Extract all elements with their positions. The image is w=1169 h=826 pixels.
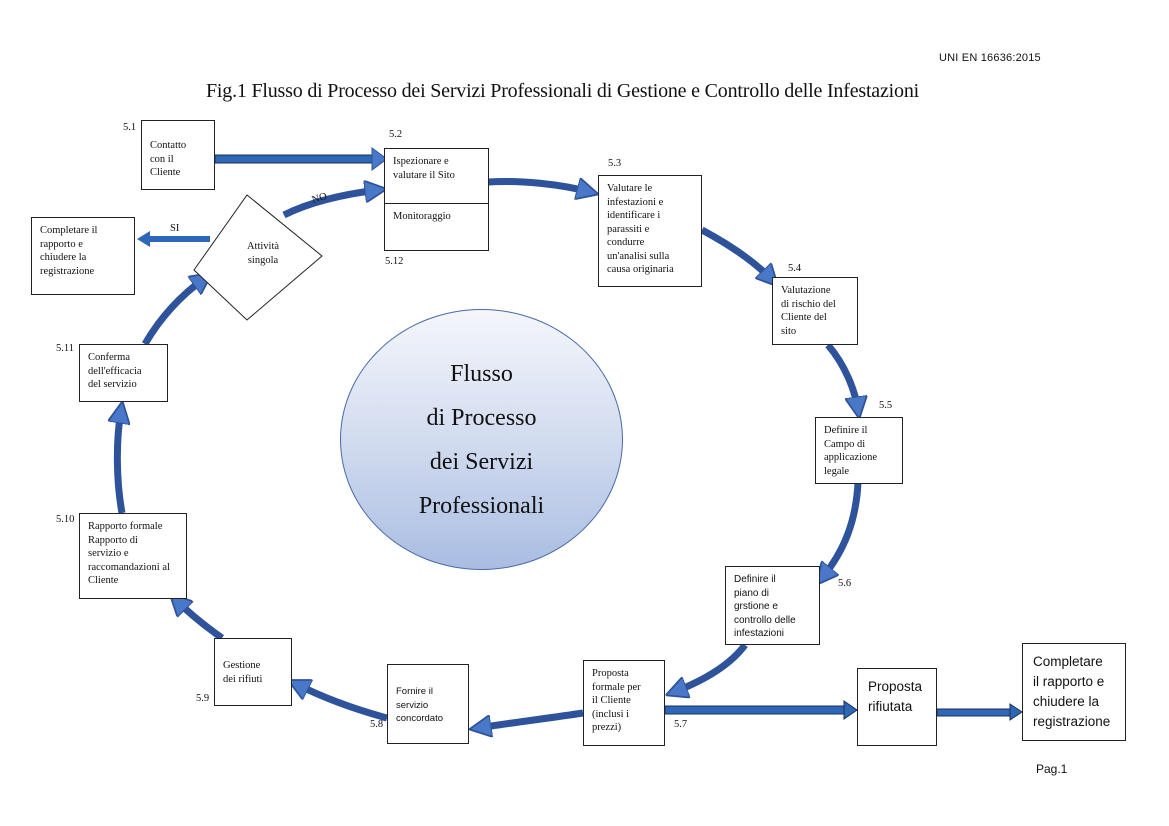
center-line: di Processo (426, 404, 537, 431)
step-number: 5.4 (788, 263, 802, 274)
step-5-4-box: Valutazione di rischio del Cliente del s… (772, 277, 858, 345)
arrow-si-to-complete (137, 231, 210, 247)
arrow-no-to-5-2 (282, 190, 378, 219)
complete-report-left-box: Completare il rapporto e chiudere la reg… (31, 217, 135, 295)
step-5-12-box: Monitoraggio (384, 203, 489, 251)
step-5-1-box: Contatto con il Cliente (141, 120, 215, 190)
step-5-9-box: Gestione dei rifiuti (214, 638, 292, 706)
arrow-5-4-to-5-5 (825, 342, 858, 410)
step-5-11-box: Conferma dell'efficacia del servizio (79, 344, 168, 402)
step-number: 5.9 (196, 693, 210, 704)
step-number: 5.10 (56, 514, 75, 525)
step-number: 5.12 (385, 256, 404, 267)
page-number: Pag.1 (1036, 762, 1068, 776)
step-5-6-box: Definire il piano di grstione e controll… (725, 566, 820, 645)
step-number: 5.5 (879, 400, 893, 411)
proposal-rejected-box: Proposta rifiutata (857, 668, 937, 746)
step-5-2-box: Ispezionare e valutare il Sito (384, 148, 489, 204)
step-number: 5.8 (370, 719, 384, 730)
arrow-5-2-to-5-3 (487, 181, 590, 192)
step-number: 5.7 (674, 719, 688, 730)
center-line: dei Servizi (429, 448, 534, 475)
step-number: 5.3 (608, 158, 622, 169)
step-number: 5.11 (56, 343, 74, 354)
step-5-10-box: Rapporto formale Rapporto di servizio e … (79, 513, 187, 599)
arrow-5-10-to-5-11 (117, 410, 122, 514)
step-5-5-box: Definire il Campo di applicazione legale (815, 417, 903, 484)
step-5-3-box: Valutare le infestazioni e identificare … (598, 175, 702, 287)
arrow-5-3-to-5-4 (700, 226, 772, 280)
center-line: Professionali (418, 492, 545, 519)
step-number: 5.2 (389, 129, 403, 140)
complete-report-right-box: Completare il rapporto e chiudere la reg… (1022, 643, 1126, 741)
step-5-7-box: Proposta formale per il Cliente (inclusi… (583, 660, 665, 746)
arrow-5-11-to-decision (141, 278, 205, 346)
decision-text: Attività singola (246, 241, 280, 266)
arrow-5-8-to-5-9 (296, 684, 388, 722)
step-number: 5.1 (123, 122, 137, 133)
decision-diamond (193, 194, 323, 321)
step-number: 5.6 (838, 578, 852, 589)
arrow-5-7-to-rejected (664, 700, 858, 720)
standard-reference: UNI EN 16636:2015 (939, 52, 1041, 64)
arrow-5-6-to-5-7 (674, 642, 748, 692)
figure-title: Fig.1 Flusso di Processo dei Servizi Pro… (206, 80, 919, 102)
center-circle: Flusso di Processo dei Servizi Professio… (340, 309, 623, 570)
arrow-5-5-to-5-6 (822, 482, 862, 578)
step-5-8-box: Fornire il servizio concordato (387, 664, 469, 744)
center-line: Flusso (450, 360, 513, 387)
arrow-5-9-to-5-10 (176, 600, 225, 641)
arrow-rejected-to-complete (936, 703, 1023, 721)
arrow-5-7-to-5-8 (478, 709, 584, 728)
yes-label: SI (170, 223, 180, 234)
arrow-5-1-to-5-2 (214, 147, 388, 171)
